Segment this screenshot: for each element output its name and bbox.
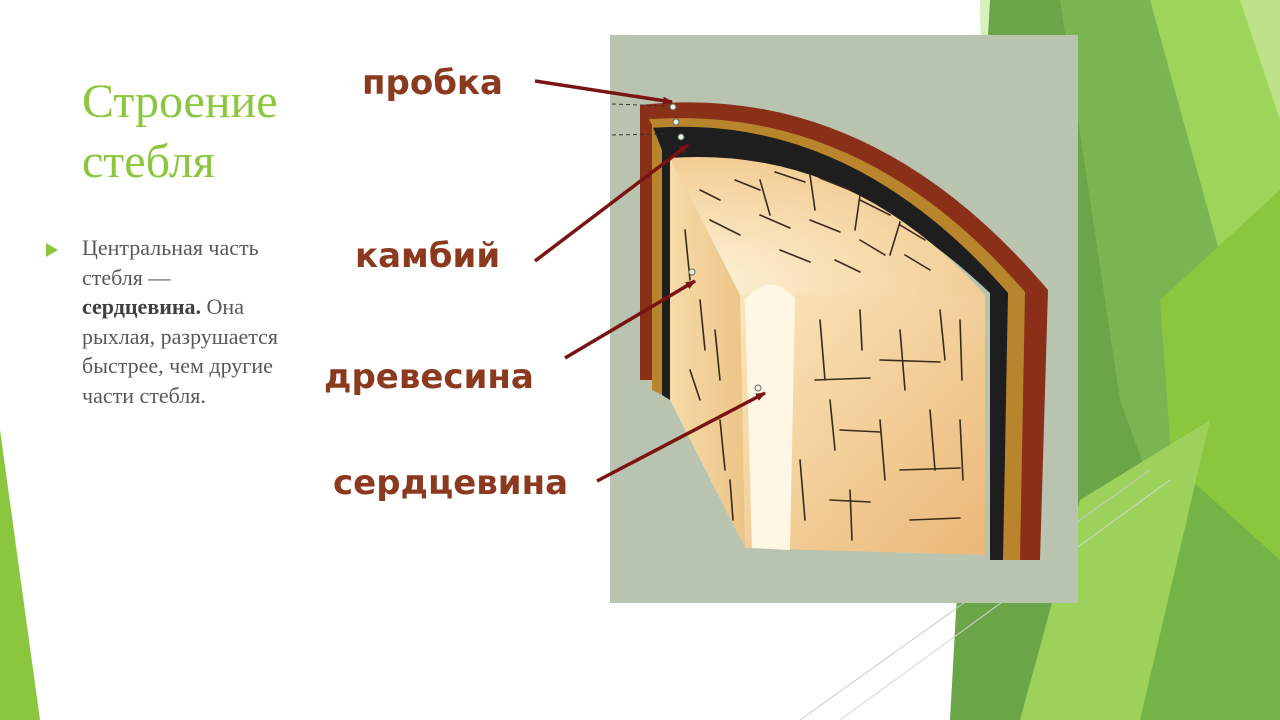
bullet-text-part1: Центральная часть стебля — — [82, 235, 259, 290]
bullet-text: Центральная часть стебля — сердцевина. О… — [82, 233, 282, 410]
label-cambium: камбий — [355, 236, 501, 276]
label-cork: пробка — [362, 63, 503, 103]
title-line-1: Строение — [82, 75, 278, 128]
slide-title: Строение стебля — [82, 72, 342, 192]
label-wood: древесина — [324, 357, 534, 397]
stem-cross-section-drawing — [611, 102, 1048, 561]
bullet-text-bold: сердцевина. — [82, 294, 202, 319]
stem-cross-section-figure — [610, 35, 1078, 603]
bullet-triangle-icon — [46, 243, 58, 257]
label-pith: сердцевина — [333, 463, 569, 503]
title-line-2: стебля — [82, 135, 215, 188]
bullet-text-part2: Она рыхлая, разрушается быстрее, чем дру… — [82, 294, 279, 408]
